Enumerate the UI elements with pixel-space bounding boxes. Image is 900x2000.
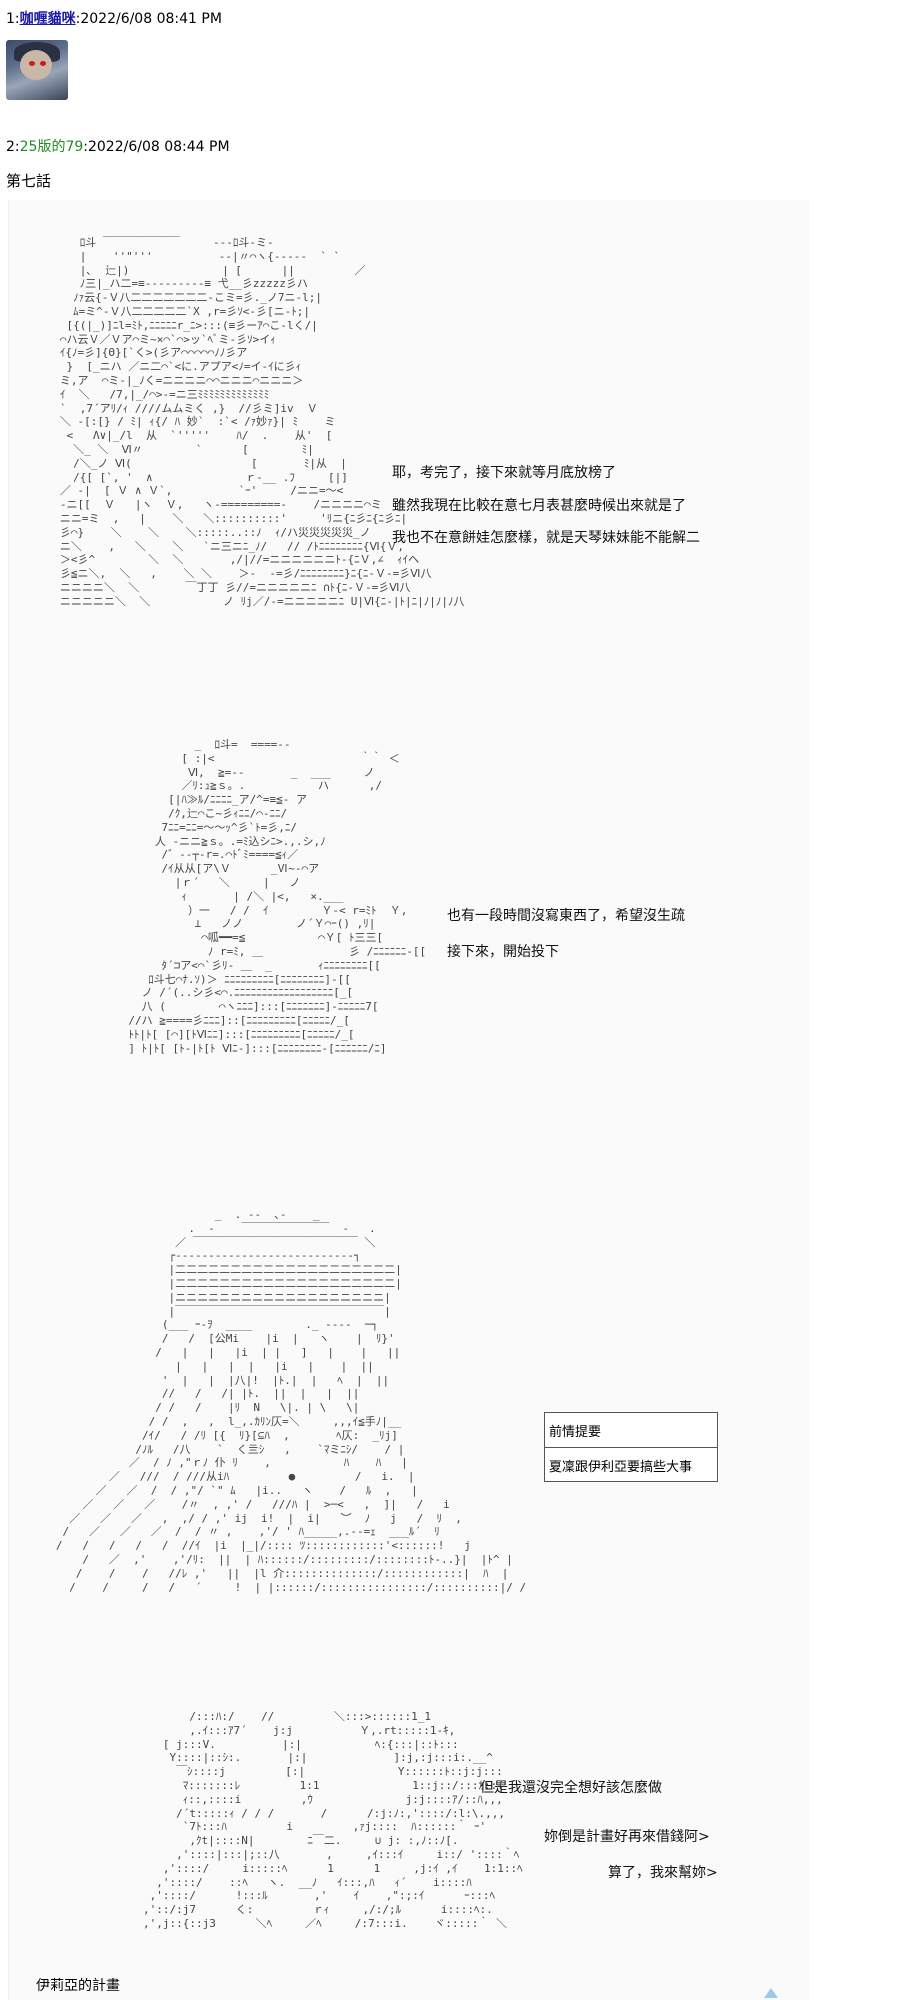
ascii-art-figure-1: ﾛ斗 ￣￣￣￣￣￣￣ ---ﾛ斗-ミ- | ''"''' --|〃⌒ヽ{----… [59, 236, 465, 608]
dialogue-line: 但是我還沒完全想好該怎麼做 [480, 1780, 662, 1796]
ascii-art-panel [8, 200, 809, 2000]
recap-box-text: 夏凜跟伊利亞要搞些大事 [549, 1460, 693, 1475]
avatar-eye-right [40, 61, 46, 66]
dialogue-line: 雖然我現在比較在意七月表甚麼時候出來就是了 [392, 498, 686, 514]
chapter-title: 第七話 [6, 172, 52, 190]
recap-box-title: 前情提要 [549, 1425, 602, 1440]
dialogue-line: 接下來，開始投下 [447, 944, 559, 960]
post-author-name: 25版的79 [19, 139, 84, 155]
post-number: 1: [6, 11, 20, 27]
dialogue-line: 我也不在意餅娃怎麼樣，就是天琴妹妹能不能解二 [392, 530, 700, 546]
ascii-art-figure-2: _ ﾛ斗= ====-- [ :|< ｀｀ ＜ Ⅵ, ≧=-- _ ___ ノ … [128, 738, 427, 1055]
avatar-face-shape [20, 50, 52, 80]
ascii-art-figure-3: _ . -‐ ､- _ . - ￣￣￣￣￣￣￣￣ - . ／ ￣￣￣￣￣￣￣￣￣… [55, 1208, 527, 1594]
post-timestamp: :2022/6/08 08:44 PM [83, 139, 230, 155]
scroll-top-icon[interactable] [764, 1988, 778, 1998]
user-avatar[interactable] [6, 40, 68, 100]
dialogue-line: 耶，考完了，接下來就等月底放榜了 [392, 465, 616, 481]
dialogue-line: 妳倒是計畫好再來借錢阿> [544, 1829, 710, 1845]
post-timestamp: :2022/6/08 08:41 PM [75, 11, 222, 27]
post-number: 2: [6, 139, 20, 155]
next-section-title: 伊莉亞的計畫 [36, 1978, 120, 1994]
ascii-art-figure-4: /:::ﾊ:/ // ＼:::>::::::1_1 ,.ｲ:::ｱ7´ j:j … [142, 1710, 523, 1930]
dialogue-line: 算了，我來幫妳> [608, 1865, 718, 1881]
recap-box-divider [545, 1447, 717, 1448]
post-1-header: 1:咖喱貓咪:2022/6/08 08:41 PM [6, 8, 222, 28]
dialogue-line: 也有一段時間沒寫東西了，希望沒生疏 [447, 908, 685, 924]
post-2-header: 2:25版的79:2022/6/08 08:44 PM [6, 136, 230, 156]
post-author-link[interactable]: 咖喱貓咪 [19, 11, 76, 27]
avatar-eye-left [29, 61, 35, 66]
recap-box: 前情提要 夏凜跟伊利亞要搞些大事 [544, 1412, 718, 1482]
